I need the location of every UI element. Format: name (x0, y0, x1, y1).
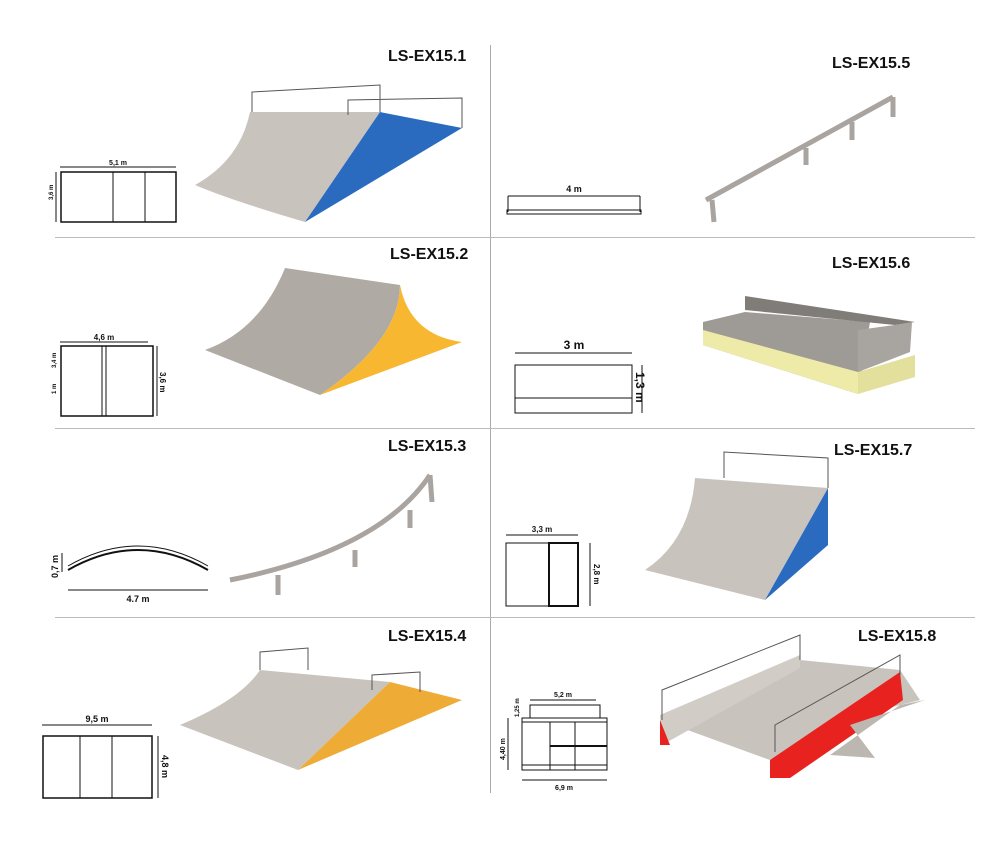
plan-drawing-15-1 (55, 166, 177, 223)
ledge-box-icon (703, 296, 915, 394)
plan-drawing-15-6 (514, 352, 643, 414)
dimension-label: 1,25 m (515, 698, 521, 717)
dimension-label: 4,40 m (500, 738, 507, 760)
dimension-label: 4,8 m (160, 755, 170, 778)
flat-rail-icon (704, 94, 896, 223)
pyramid-ramp-icon (180, 647, 462, 770)
bank-ramp-icon (205, 268, 462, 395)
dimension-label: 6,9 m (555, 785, 573, 792)
row-divider (55, 617, 975, 618)
quarter-pipe-ramp-icon (195, 84, 463, 222)
product-code: LS-EX15.6 (832, 255, 911, 272)
dimension-label: 4,6 m (94, 333, 114, 342)
plan-drawing-15-3 (61, 545, 209, 591)
dimension-label: 5,2 m (554, 692, 572, 699)
row-divider (55, 237, 975, 238)
spine-bridge-ramp-icon (660, 634, 925, 778)
dimension-label: 1 m (52, 384, 58, 394)
dimension-label: 1,3 m (633, 372, 647, 403)
plan-drawing-15-5 (506, 195, 642, 215)
dimension-label: 4.7 m (126, 594, 149, 604)
product-code: LS-EX15.7 (834, 442, 913, 459)
dimension-label: 0,7 m (50, 555, 60, 578)
plan-drawing-15-2 (60, 341, 158, 417)
product-code: LS-EX15.2 (390, 246, 469, 263)
product-code: LS-EX15.4 (388, 628, 467, 645)
product-code: LS-EX15.3 (388, 438, 467, 455)
plan-drawing-15-4 (42, 724, 159, 799)
dimension-label: 3,6 m (158, 372, 167, 392)
dimension-label: 3,3 m (532, 525, 552, 534)
dimension-label: 3,6 m (49, 185, 55, 200)
product-code: LS-EX15.1 (388, 48, 467, 65)
dimension-label: 3,4 m (52, 353, 58, 368)
product-code: LS-EX15.5 (832, 55, 911, 72)
row-divider (55, 428, 975, 429)
plan-drawing-15-8 (507, 699, 608, 781)
column-divider (490, 45, 491, 793)
dimension-label: 9,5 m (85, 714, 108, 724)
curved-rail-icon (229, 473, 435, 595)
dimension-label: 3 m (564, 338, 585, 352)
plan-drawing-15-7 (505, 534, 591, 607)
product-code: LS-EX15.8 (858, 628, 937, 645)
dimension-label: 4 m (566, 184, 582, 194)
quarter-pipe-ramp-icon (645, 451, 829, 600)
dimension-label: 5,1 m (109, 160, 127, 167)
dimension-label: 2,8 m (592, 564, 601, 584)
